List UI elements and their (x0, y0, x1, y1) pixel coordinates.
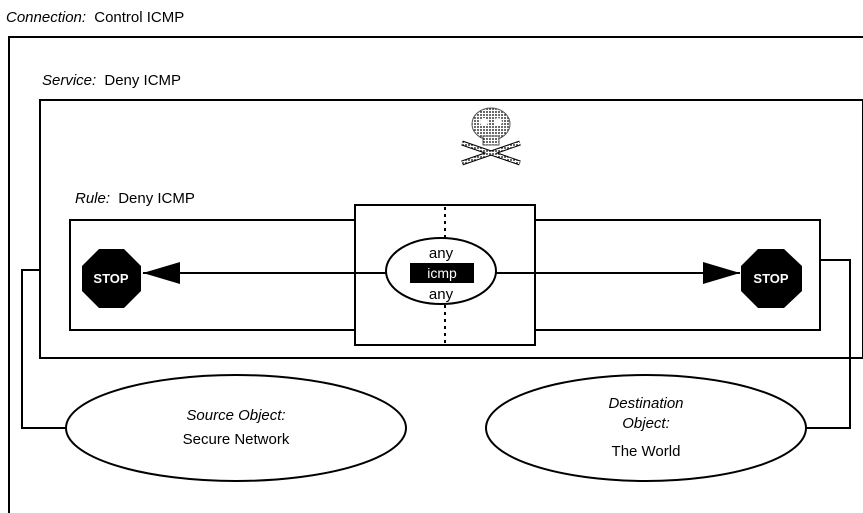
destination-object-ellipse (485, 374, 807, 482)
source-object-ellipse (65, 374, 407, 482)
service-label: Service: Deny ICMP (42, 72, 181, 89)
rule-label: Rule: Deny ICMP (75, 190, 195, 207)
left-stop-label: STOP (93, 271, 128, 286)
connection-box (8, 36, 863, 513)
destination-object-name: The World (612, 443, 681, 460)
destination-object-title-1: Destination (608, 395, 683, 412)
source-object-title: Source Object: (186, 407, 285, 424)
right-arrowhead (703, 262, 740, 284)
destination-connector (800, 259, 851, 429)
left-arrowhead (143, 262, 180, 284)
stop-sign-icon: STOP (741, 249, 802, 308)
connection-prefix: Connection: (6, 9, 86, 26)
source-object-name: Secure Network (183, 431, 290, 448)
destination-object-title-2: Object: (622, 415, 670, 432)
icmp-label: icmp (427, 265, 457, 281)
connection-label: Connection: Control ICMP (6, 9, 184, 26)
skull-crossbones-icon (461, 107, 521, 166)
service-box (39, 99, 863, 359)
icmp-box (410, 263, 474, 283)
rule-name: Deny ICMP (118, 190, 195, 207)
stop-sign-icon: STOP (82, 249, 141, 308)
service-name: Deny ICMP (104, 72, 181, 89)
filter-top-any: any (429, 245, 454, 262)
right-stop-label: STOP (753, 271, 788, 286)
service-prefix: Service: (42, 72, 96, 89)
connection-name: Control ICMP (94, 9, 184, 26)
filter-bottom-any: any (429, 286, 454, 303)
source-connector (21, 269, 67, 429)
rule-prefix: Rule: (75, 190, 110, 207)
